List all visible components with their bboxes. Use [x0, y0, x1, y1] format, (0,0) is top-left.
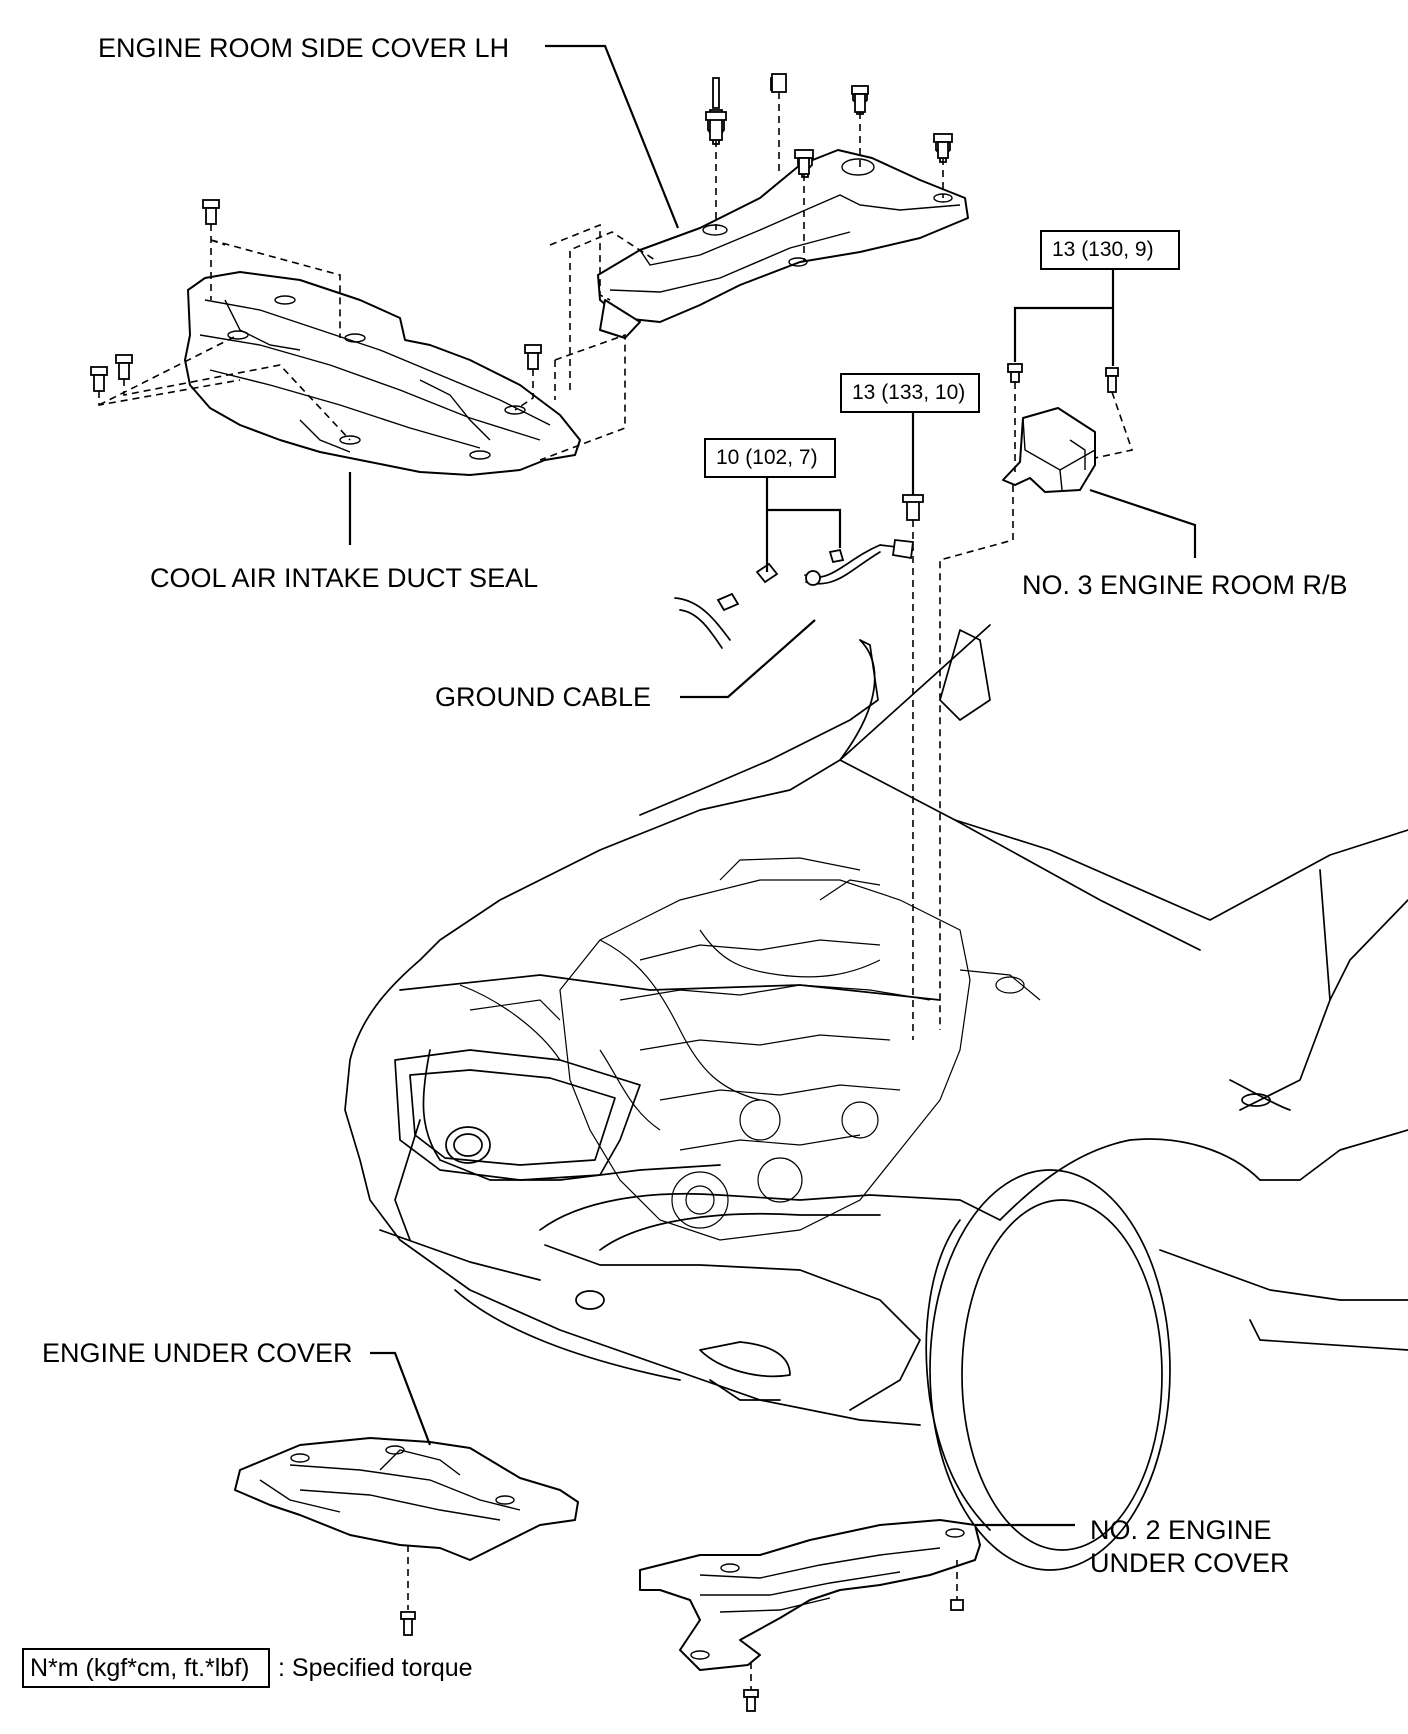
torque-spec-relay-block: 13 (130, 9): [1040, 230, 1180, 270]
engine-under-cover-part: [234, 1437, 579, 1561]
ground-cable-part: [674, 494, 924, 649]
vehicle-front-outline: [344, 624, 1408, 1571]
engine-room-side-cover-lh: [597, 149, 969, 339]
label-no2-engine-under-cover-line1: NO. 2 ENGINE: [1090, 1515, 1272, 1545]
no3-engine-room-rb-part: [1002, 363, 1119, 493]
cool-air-intake-duct-seal: [184, 271, 581, 476]
label-engine-room-side-cover-lh: ENGINE ROOM SIDE COVER LH: [98, 33, 510, 63]
torque-spec-ground-bolts: 10 (102, 7): [704, 438, 836, 478]
ground-bolts-bracket: [765, 508, 842, 572]
ground-cable-leader: [680, 619, 816, 699]
engine-under-cover-leader: [370, 1351, 432, 1446]
rb-torque-bracket: [1013, 306, 1115, 366]
legend-torque-unit-box: N*m (kgf*cm, ft.*lbf): [22, 1648, 270, 1688]
label-engine-under-cover: ENGINE UNDER COVER: [42, 1338, 353, 1368]
legend-specified-torque: : Specified torque: [278, 1654, 473, 1682]
no2-engine-under-cover-part: [639, 1519, 981, 1671]
label-ground-cable: GROUND CABLE: [435, 682, 652, 712]
rb-leader: [1089, 488, 1197, 558]
label-no3-engine-room-rb: NO. 3 ENGINE ROOM R/B: [1022, 570, 1348, 600]
torque-spec-ground-bolt-upper: 13 (133, 10): [840, 373, 980, 413]
side-cover-leader: [545, 44, 680, 229]
engine-compartment: [459, 857, 1041, 1241]
label-cool-air-intake-duct-seal: COOL AIR INTAKE DUCT SEAL: [150, 563, 539, 593]
label-no2-engine-under-cover-line2: UNDER COVER: [1090, 1548, 1290, 1578]
